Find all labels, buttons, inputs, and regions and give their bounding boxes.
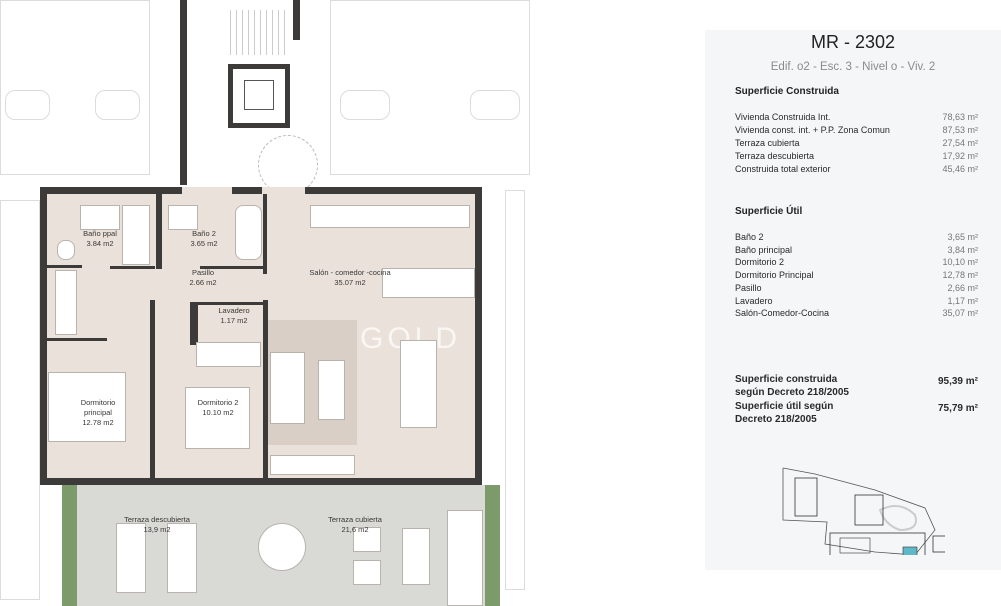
util-heading: Superficie Útil — [735, 206, 803, 217]
unit-highlight — [902, 546, 918, 555]
round-table — [258, 523, 306, 571]
site-location-map — [782, 467, 945, 555]
entrance-door-swing — [258, 135, 318, 195]
hedge-left — [62, 485, 77, 606]
lift-icon — [244, 80, 274, 110]
unit-title: MR - 2302 — [810, 32, 896, 52]
hedge-right — [485, 485, 500, 606]
unit-subtitle: Edif. o2 - Esc. 3 - Nivel o - Viv. 2 — [770, 61, 936, 73]
info-panel: MR - 2302 Edif. o2 - Esc. 3 - Nivel o - … — [705, 30, 1001, 570]
construida-heading: Superficie Construida — [735, 86, 839, 97]
construida-row: Vivienda Construida Int.78,63 m² — [735, 112, 978, 122]
